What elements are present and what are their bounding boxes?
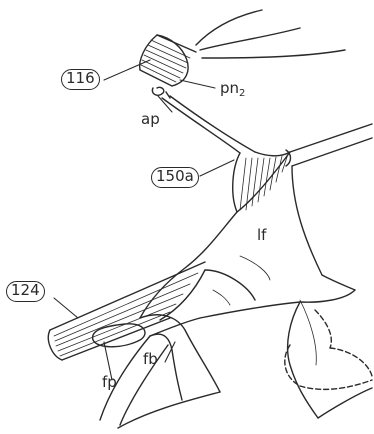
label-pn2: pn2: [220, 81, 245, 99]
label-lf: lf: [257, 228, 266, 243]
leader-lines: [54, 60, 234, 380]
ref-label-150a: 150a: [151, 167, 199, 188]
label-pn-text: pn: [220, 79, 239, 97]
label-fp: fp: [102, 375, 117, 390]
ref-label-124: 124: [6, 281, 45, 302]
rod-upper-right: [290, 124, 372, 166]
ref-label-116: 116: [61, 69, 100, 90]
fan-150a: [162, 96, 291, 212]
dashed-lobe: [285, 310, 372, 389]
pad-fp: [93, 324, 145, 347]
label-ap: ap: [141, 112, 160, 127]
label-fb: fb: [143, 352, 158, 367]
body-lf: [140, 166, 355, 336]
attachment-point: [152, 87, 170, 98]
nerve-fibers: [196, 10, 345, 58]
label-pn-subscript: 2: [239, 88, 245, 99]
